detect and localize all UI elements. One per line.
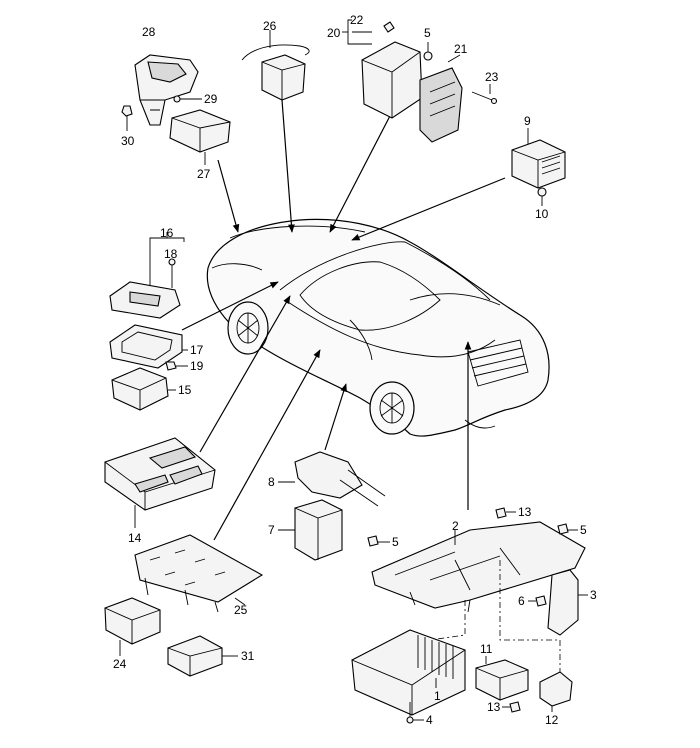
- callout-31: 31: [241, 649, 255, 663]
- rear-wheel: [369, 381, 415, 435]
- part-4-screw: [406, 702, 424, 724]
- part-24-module: [104, 597, 161, 656]
- callout-3: 3: [590, 588, 597, 602]
- part-7-ecu: [278, 499, 343, 561]
- arrow-26: [281, 99, 295, 233]
- callout-5-right: 5: [580, 523, 587, 537]
- part-12-bracket: [539, 671, 573, 712]
- callout-20: 20: [327, 26, 341, 40]
- callout-5-top: 5: [424, 26, 431, 40]
- arrow-25: [213, 349, 321, 541]
- part-1-control-unit: [351, 629, 466, 716]
- callout-24: 24: [113, 657, 127, 671]
- arrow-8: [324, 383, 347, 451]
- arrow-27: [217, 159, 240, 233]
- front-wheel: [227, 301, 269, 355]
- part-16-unit: [109, 281, 181, 319]
- callout-16: 16: [160, 226, 174, 240]
- part-23-bolt: [471, 84, 498, 105]
- part-25-plate: [134, 534, 264, 613]
- callout-1: 1: [434, 689, 441, 703]
- callout-7: 7: [268, 523, 275, 537]
- part-9-module: [511, 128, 566, 189]
- callout-12: 12: [545, 713, 559, 727]
- arrow-16: [181, 281, 279, 331]
- part-11-module: [475, 656, 529, 701]
- part-5-nut-right: [557, 523, 578, 535]
- callout-29: 29: [204, 92, 218, 106]
- callout-10: 10: [535, 207, 549, 221]
- part-13-nut-bottom: [502, 701, 521, 713]
- callout-8: 8: [268, 475, 275, 489]
- callout-13-top: 13: [518, 505, 532, 519]
- pointer-arrows: [181, 99, 506, 541]
- part-19-nut: [165, 361, 188, 371]
- arrow-14: [199, 295, 291, 453]
- callout-28: 28: [142, 25, 156, 39]
- part-28-bracket: [134, 54, 199, 126]
- part-20-22-group: [342, 19, 395, 45]
- callout-27: 27: [197, 167, 211, 181]
- callout-2: 2: [452, 519, 459, 533]
- part-16-group: [149, 232, 185, 288]
- part-15-module: [111, 367, 176, 411]
- part-27-control-unit: [169, 109, 231, 165]
- part-10-nut: [537, 187, 547, 206]
- callout-15: 15: [178, 383, 192, 397]
- arrow-9: [351, 177, 506, 241]
- part-29-screw: [173, 95, 202, 103]
- callout-11: 11: [480, 642, 493, 656]
- callout-21: 21: [454, 42, 468, 56]
- part-5-nut-left: [367, 535, 390, 547]
- part-21-assembly: [361, 41, 463, 143]
- callout-22: 22: [350, 13, 364, 27]
- part-5-nut-top: [423, 42, 433, 61]
- callout-5-left: 5: [392, 535, 399, 549]
- arrow-21: [329, 111, 393, 233]
- part-8-bracket: [278, 451, 386, 507]
- part-26-module: [241, 30, 310, 101]
- part-18-screw: [168, 258, 176, 288]
- part-2-plate: [371, 521, 586, 613]
- callout-23: 23: [485, 70, 499, 84]
- dash-lines: [429, 560, 561, 675]
- callout-14: 14: [128, 531, 142, 545]
- part-17-gasket: [109, 324, 188, 369]
- part-3-bracket: [547, 569, 588, 636]
- part-13-nut-top: [495, 507, 516, 519]
- callout-25: 25: [234, 603, 248, 617]
- part-14-module: [104, 437, 216, 528]
- callout-30: 30: [121, 134, 135, 148]
- callout-labels: 28 29 30 27 26 22 20 5 21 23 9 10 16 18 …: [113, 13, 597, 727]
- callout-9: 9: [524, 114, 531, 128]
- callout-4: 4: [426, 713, 433, 727]
- vehicle-illustration: [206, 218, 550, 437]
- part-30-nut: [121, 105, 133, 131]
- part-31-module: [167, 635, 238, 677]
- callout-6: 6: [518, 594, 525, 608]
- callout-17: 17: [190, 343, 204, 357]
- rear-grille: [467, 339, 529, 387]
- callout-13-bottom: 13: [487, 700, 501, 714]
- callout-18: 18: [164, 247, 178, 261]
- callout-26: 26: [263, 19, 277, 33]
- callout-19: 19: [190, 359, 204, 373]
- part-6-nut: [528, 595, 547, 607]
